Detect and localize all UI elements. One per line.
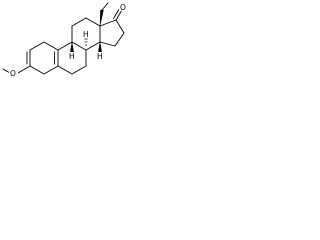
ketone-oxygen-label: O (120, 3, 126, 12)
ether-oxygen-label: O (10, 69, 16, 78)
h-8-stereo: H (82, 30, 90, 46)
h-9-label: H (69, 52, 75, 61)
h-14-stereo: H (96, 41, 104, 61)
h-9-wedge (70, 41, 74, 53)
h-14-label: H (97, 52, 103, 61)
h-14-wedge (98, 41, 102, 53)
ring-d (99, 19, 125, 47)
ring-a (26, 41, 59, 75)
h-8-label: H (83, 30, 89, 39)
ketone-group: O (113, 2, 127, 21)
ethyl-wedge-bond (99, 9, 104, 27)
ring-b (57, 41, 87, 75)
steroid-structure-diagram: O O H H H (2, 2, 127, 78)
methoxy-group: O (2, 65, 31, 78)
ring-c (71, 17, 101, 51)
h-9-stereo: H (68, 41, 76, 61)
ethyl-group (99, 2, 109, 27)
